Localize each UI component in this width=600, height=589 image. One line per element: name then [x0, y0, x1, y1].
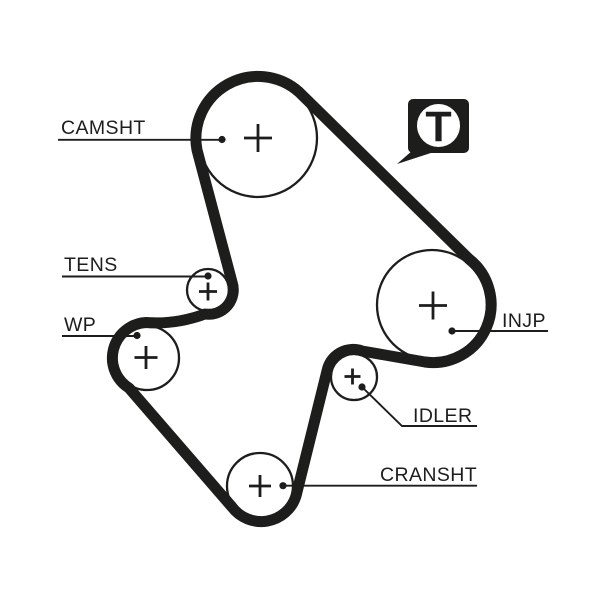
tens-leader-dot [204, 272, 212, 280]
injp-label: INJP [502, 310, 546, 332]
tension-check-t-icon: T [397, 99, 469, 164]
tens-label: TENS [64, 254, 118, 276]
idler-label: IDLER [413, 405, 472, 427]
timing-belt [106, 70, 497, 528]
cransht-leader-dot [279, 482, 287, 490]
tensioner-cross-icon [199, 282, 217, 301]
injection-pump-cross-icon [419, 291, 447, 320]
idler-leader-line [361, 386, 477, 427]
camsht-leader-dot [218, 135, 226, 144]
pulley-center-marks [134, 124, 447, 497]
idler-leader-dot [358, 383, 366, 391]
idler-cross-icon [344, 368, 361, 385]
t-icon-letter: T [425, 103, 451, 151]
t-icon-tail [397, 150, 437, 164]
camsht-label: CAMSHT [61, 117, 146, 139]
wp-label: WP [64, 314, 96, 336]
cransht-label: CRANSHT [380, 464, 477, 486]
leader-lines [58, 135, 548, 490]
labels: CAMSHT TENS WP INJP IDLER CRANSHT [61, 117, 546, 486]
injp-leader-dot [448, 327, 456, 335]
camshaft-cross-icon [244, 124, 272, 152]
water-pump-cross-icon [134, 346, 158, 369]
t-icon-inner-circle [417, 104, 460, 147]
crankshaft-cross-icon [249, 475, 271, 497]
wp-leader-dot [133, 331, 141, 340]
